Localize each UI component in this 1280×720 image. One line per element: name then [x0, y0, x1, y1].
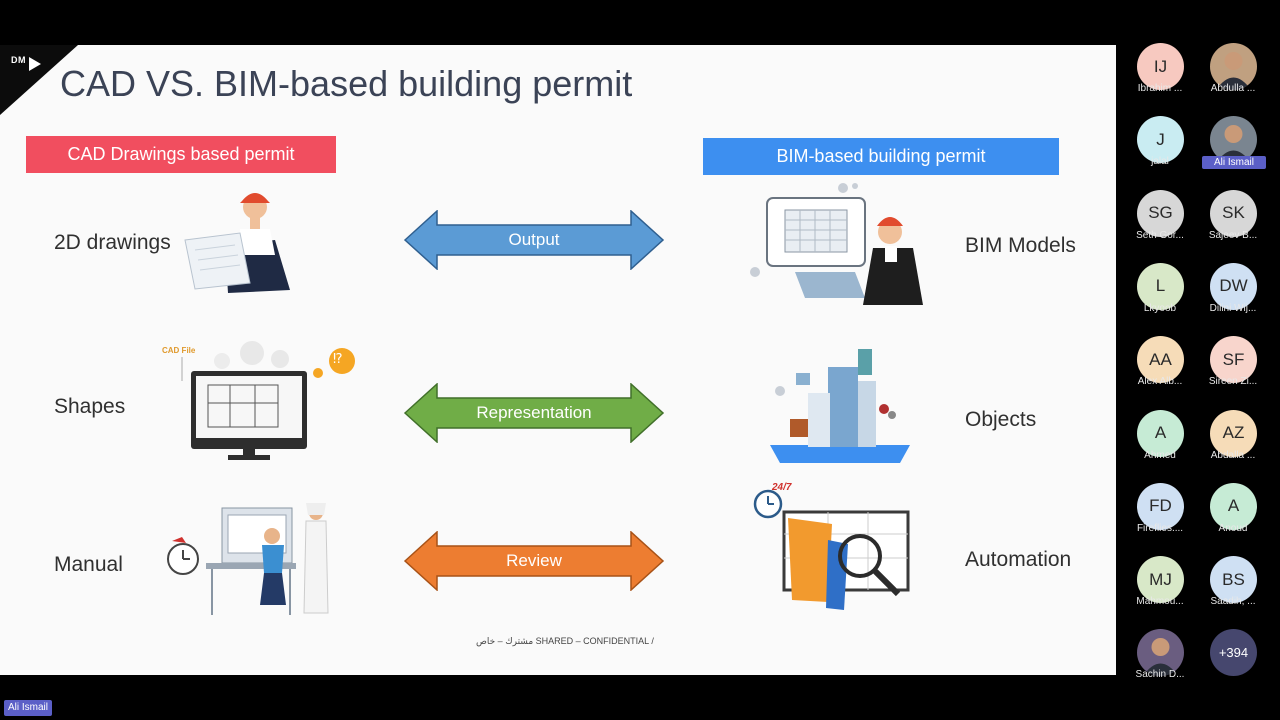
participant-initials-avatar: A [1210, 482, 1257, 530]
participant-photo-avatar [1210, 43, 1257, 90]
left-label-drawings: 2D drawings [54, 231, 171, 254]
participant-name: Alex Alb... [1137, 376, 1183, 388]
participant-name: jalal [1151, 156, 1169, 168]
participant-tile[interactable]: Abdulla ... [1196, 43, 1270, 113]
participant-initials-avatar: FD [1137, 482, 1184, 530]
arrow-label-representation: Representation [476, 403, 592, 422]
participant-name: Dilini Wij... [1209, 302, 1257, 314]
participant-name: Fireflies.... [1136, 522, 1184, 534]
participant-initials-avatar: BS [1210, 556, 1257, 604]
logo-corner [0, 45, 78, 115]
double-arrow-icon [403, 210, 665, 270]
participant-initials-avatar: SF [1210, 336, 1257, 384]
bim-header: BIM-based building permit [703, 138, 1059, 175]
participant-initials-avatar: AZ [1210, 409, 1257, 457]
double-arrow-review: Review [403, 531, 665, 591]
engineer-drawings-illustration [180, 185, 295, 295]
right-label-automation: Automation [965, 548, 1072, 571]
participant-name: Ali Ismail [1202, 156, 1266, 170]
arrow-label-output: Output [508, 230, 560, 249]
participant-name: Sajeev B... [1208, 229, 1258, 241]
participant-tile[interactable]: +394 [1196, 629, 1270, 699]
alert-icon: ⁉ [333, 351, 343, 366]
left-label-shapes: Shapes [54, 395, 126, 418]
participant-initials-avatar: AA [1137, 336, 1184, 384]
double-arrow-representation: Representation [403, 383, 665, 443]
clock-24-7-label: 24/7 [772, 482, 792, 493]
cad-file-label: CAD File [162, 346, 196, 355]
participant-name: Sireen Zi... [1208, 376, 1258, 388]
participant-name: Saadih, ... [1210, 596, 1256, 608]
participant-initials-avatar: DW [1210, 262, 1257, 310]
participant-tile[interactable]: Sachin D... [1123, 629, 1197, 699]
participant-tile[interactable]: Ali Ismail [1196, 116, 1270, 186]
right-label-objects: Objects [965, 408, 1037, 431]
logo-chevron-icon [29, 57, 41, 71]
shared-slide: DM CAD VS. BIM-based building permit CAD… [0, 45, 1116, 675]
participant-name: Ibrahim ... [1137, 83, 1183, 94]
slide-title: CAD VS. BIM-based building permit [60, 63, 633, 104]
participant-name: Abdalla ... [1210, 449, 1256, 461]
participant-name: Ahmed [1144, 449, 1176, 461]
double-arrow-output: Output [403, 210, 665, 270]
left-label-manual: Manual [54, 553, 123, 576]
participant-name: Anoud [1218, 522, 1248, 534]
arrow-label-review: Review [506, 551, 562, 570]
participant-initials-avatar: SG [1137, 189, 1184, 237]
participant-name: Abdulla ... [1210, 83, 1256, 94]
automation-illustration: 24/7 [748, 482, 928, 617]
confidentiality-footer: مشترك – خاص SHARED – CONFIDENTIAL / [476, 636, 654, 646]
participant-initials-avatar: L [1137, 262, 1184, 310]
active-speaker-tag: Ali Ismail [4, 700, 53, 716]
participant-name: Lkyoob [1143, 302, 1177, 314]
double-arrow-icon [403, 531, 665, 591]
participant-initials-avatar: IJ [1137, 43, 1184, 90]
double-arrow-icon [403, 383, 665, 443]
participant-initials-avatar: J [1137, 116, 1184, 164]
participant-name: Sachin D... [1135, 669, 1185, 681]
participant-initials-avatar: SK [1210, 189, 1257, 237]
participant-initials-avatar: A [1137, 409, 1184, 457]
bim-objects-illustration [760, 345, 920, 470]
cad-monitor-illustration: CAD File ⁉ [160, 341, 360, 466]
manual-review-illustration [150, 493, 335, 623]
participant-initials-avatar: MJ [1137, 556, 1184, 604]
cad-header: CAD Drawings based permit [26, 136, 336, 173]
right-label-bim-models: BIM Models [965, 234, 1076, 257]
participant-photo-avatar [1137, 629, 1184, 677]
participant-name: Seth Gor... [1136, 229, 1184, 241]
participant-initials-avatar: +394 [1210, 629, 1257, 677]
bim-modeler-illustration [745, 180, 930, 310]
logo-text: DM [11, 55, 26, 65]
participant-name: Mahmou... [1136, 596, 1184, 608]
